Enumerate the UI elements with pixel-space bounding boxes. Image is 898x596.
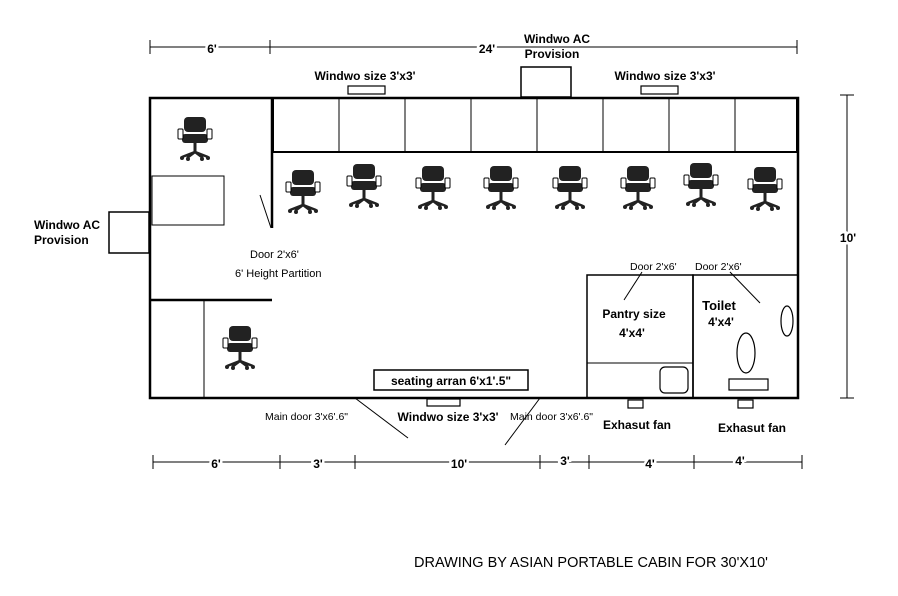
main-door-left-swing — [354, 397, 409, 439]
cabin-door-swing — [259, 194, 272, 229]
seating-label: seating arran 6'x1'.5" — [391, 374, 511, 388]
dim-bottom-5: 4' — [645, 457, 655, 471]
chair-icon — [682, 161, 720, 209]
toilet-door-label: Door 2'x6' — [695, 261, 742, 273]
top-ac-label-line1: Windwo AC — [524, 32, 590, 46]
drawing-caption: DRAWING BY ASIAN PORTABLE CABIN FOR 30'X… — [414, 555, 768, 571]
pantry-door-label: Door 2'x6' — [630, 261, 677, 273]
pantry-sink — [659, 366, 689, 394]
dim-bottom-2: 3' — [313, 457, 323, 471]
exhaust-fan-left-mark — [627, 399, 644, 409]
chair-icon — [482, 164, 520, 212]
toilet-label-line1: Toilet — [702, 298, 736, 313]
main-door-right-label: Main door 3'x6'.6" — [510, 411, 593, 423]
toilet-label-line2: 4'x4' — [708, 315, 734, 329]
dim-bottom-4: 3' — [560, 454, 570, 468]
exhaust-fan-left-label: Exhasut fan — [603, 418, 671, 432]
exhaust-fan-right-mark — [737, 399, 754, 409]
bottom-window-label: Windwo size 3'x3' — [398, 410, 499, 424]
dim-top-left: 6' — [207, 42, 217, 56]
cabin-door-label: Door 2'x6' — [250, 249, 299, 261]
toilet-room — [692, 274, 799, 399]
exhaust-fan-right-label: Exhasut fan — [718, 421, 786, 435]
top-window-left-label: Windwo size 3'x3' — [315, 69, 416, 83]
dim-bottom-3: 10' — [451, 457, 467, 471]
seating-box — [373, 369, 529, 391]
toilet-door-swing — [729, 271, 761, 304]
pantry-label-line2: 4'x4' — [619, 326, 645, 340]
left-ac-label-line1: Windwo AC — [34, 218, 100, 232]
chair-icon — [284, 168, 322, 216]
dim-top-main: 24' — [479, 42, 495, 56]
partition-label: 6' Height Partition — [235, 268, 321, 280]
bottom-window-mark — [426, 398, 461, 407]
top-ac-label-line2: Provision — [525, 47, 580, 61]
toilet-step — [728, 378, 769, 391]
main-door-left-label: Main door 3'x6'.6" — [265, 411, 348, 423]
top-window-left-mark — [347, 85, 386, 95]
chair-icon — [414, 164, 452, 212]
dim-bottom-1: 6' — [211, 457, 221, 471]
toilet-washbasin — [780, 305, 794, 337]
toilet-seat — [736, 332, 756, 374]
dim-right-height: 10' — [840, 231, 856, 245]
chair-icon — [176, 115, 214, 163]
top-ac-box — [520, 66, 572, 98]
pantry-door-swing — [623, 271, 643, 301]
pantry-label-line1: Pantry size — [602, 307, 666, 321]
left-ac-box — [108, 211, 150, 254]
top-window-right-label: Windwo size 3'x3' — [615, 69, 716, 83]
chair-icon — [221, 324, 259, 372]
left-ac-label-line2: Provision — [34, 233, 89, 247]
dim-bottom-6: 4' — [735, 454, 745, 468]
chair-icon — [619, 164, 657, 212]
outer-wall — [148, 96, 800, 400]
workstation-counter — [272, 97, 798, 153]
cabin-desk — [151, 175, 225, 226]
chair-icon — [345, 162, 383, 210]
top-window-right-mark — [640, 85, 679, 95]
main-door-right-swing — [504, 397, 541, 446]
chair-icon — [746, 165, 784, 213]
chair-icon — [551, 164, 589, 212]
